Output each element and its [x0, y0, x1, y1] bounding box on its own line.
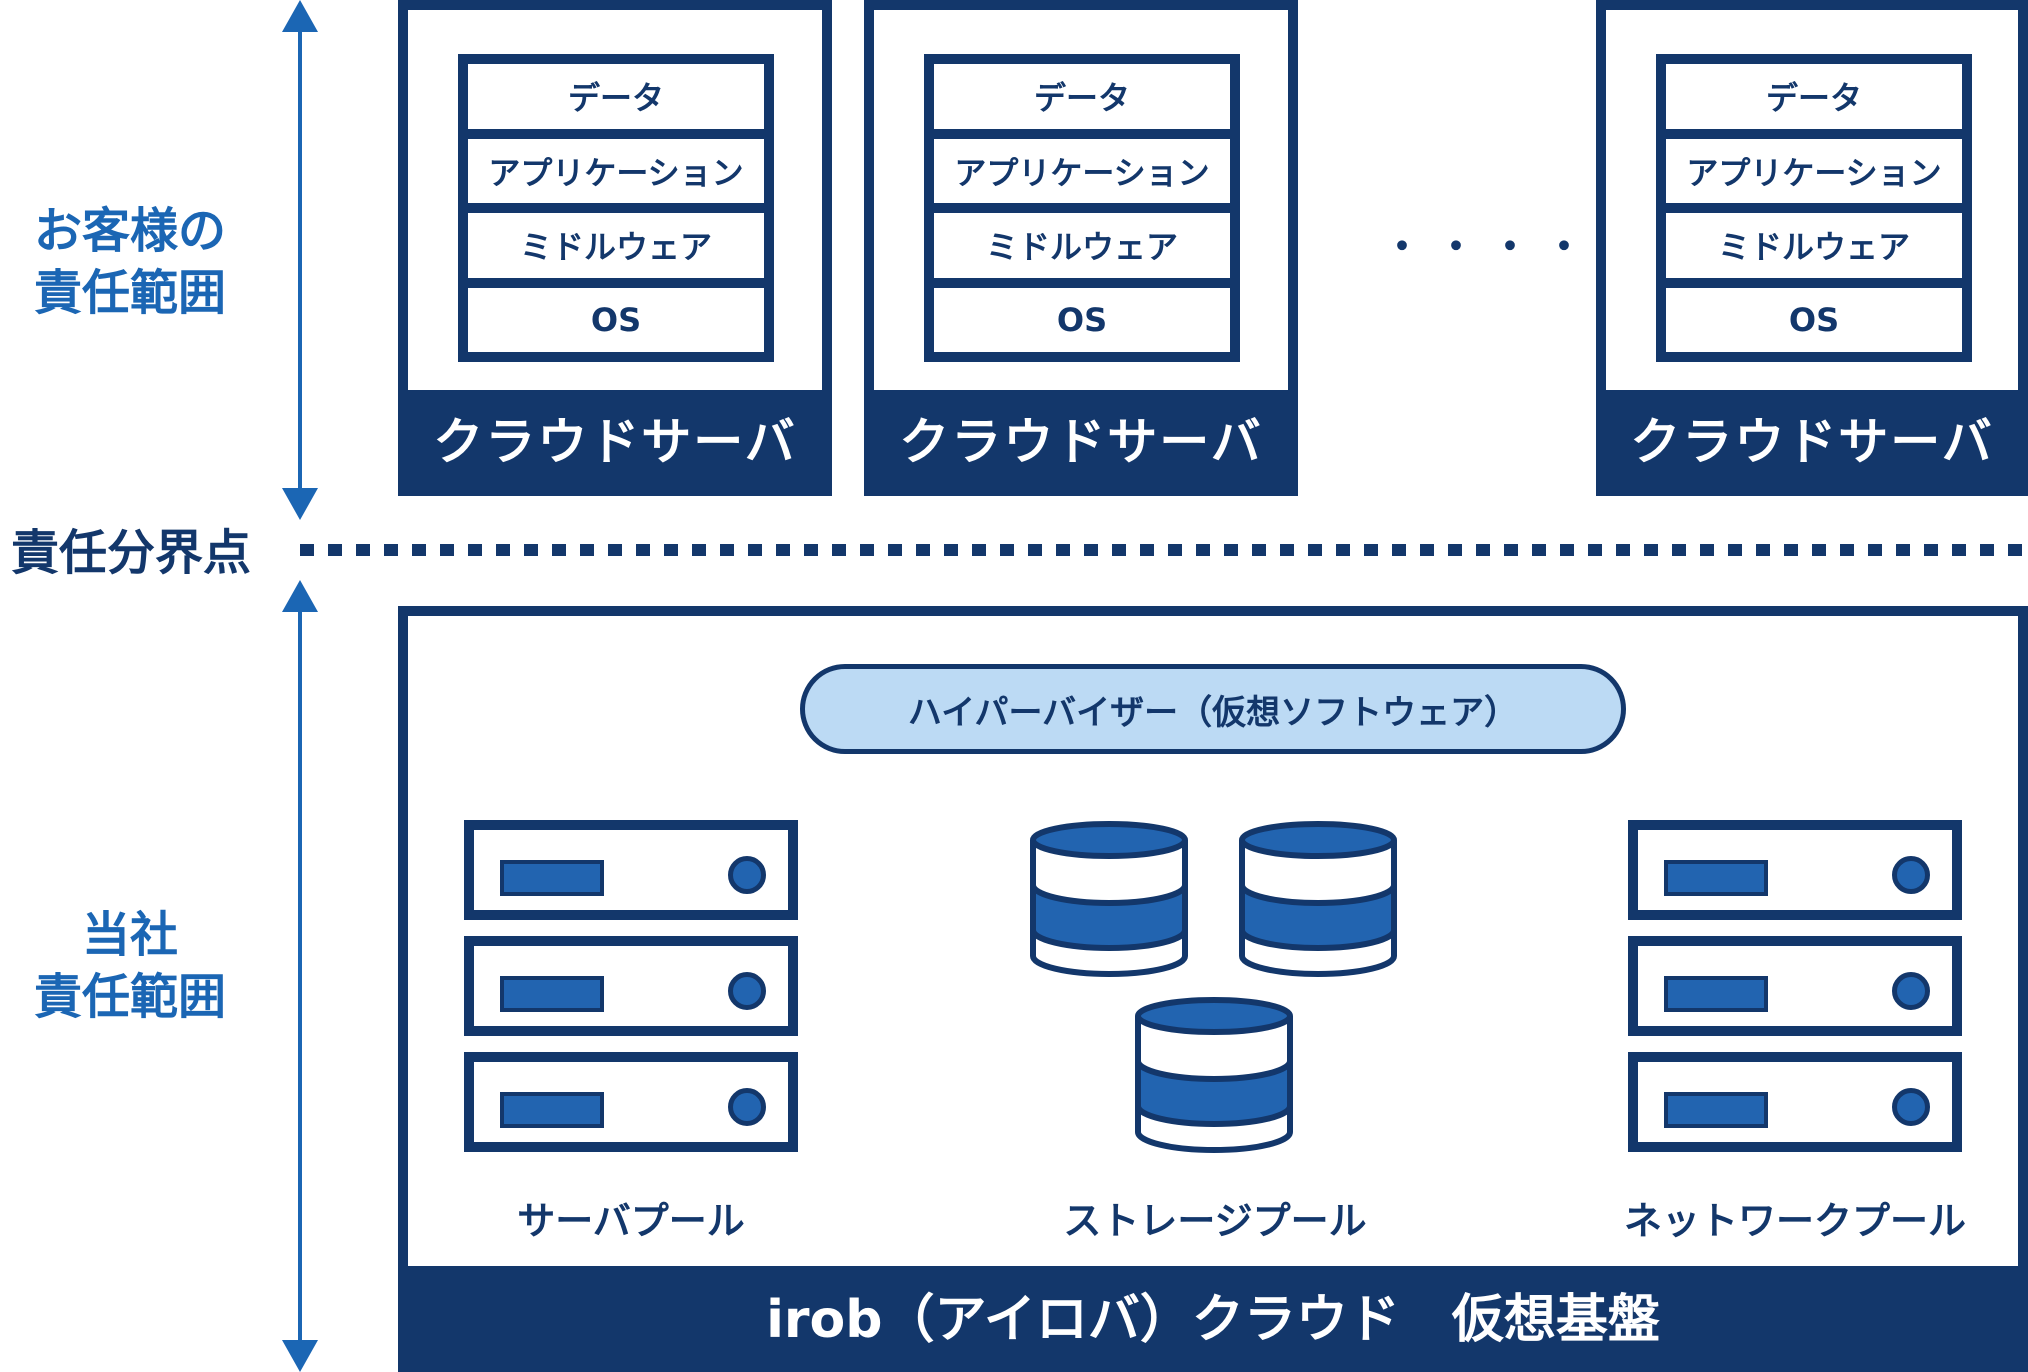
- network-rack-icon: [1628, 820, 1962, 920]
- rack-led: [728, 1088, 766, 1126]
- cloud-server-1: データ アプリケーション ミドルウェア OS クラウドサーバ: [398, 0, 832, 496]
- database-icon: [1030, 821, 1188, 977]
- layer-application: アプリケーション: [468, 138, 764, 203]
- layer-os: OS: [934, 287, 1230, 352]
- layer-os: OS: [468, 287, 764, 352]
- rack-led: [1892, 972, 1930, 1010]
- rack-slot: [1664, 1092, 1768, 1128]
- layer-data: データ: [468, 64, 764, 129]
- layer-middleware: ミドルウェア: [1666, 213, 1962, 278]
- network-rack-icon: [1628, 936, 1962, 1036]
- server-rack-icon: [464, 1052, 798, 1152]
- cloud-server-caption: クラウドサーバ: [1606, 390, 2018, 486]
- cloud-server-caption: クラウドサーバ: [408, 390, 822, 486]
- database-icon: [1239, 821, 1397, 977]
- rack-led: [728, 972, 766, 1010]
- customer-range-arrow: [282, 0, 318, 520]
- server-rack-icon: [464, 820, 798, 920]
- virtual-infrastructure-caption: irob（アイロバ）クラウド 仮想基盤: [408, 1266, 2018, 1362]
- layer-middleware: ミドルウェア: [468, 213, 764, 278]
- network-rack-icon: [1628, 1052, 1962, 1152]
- layer-middleware: ミドルウェア: [934, 213, 1230, 278]
- company-label-line1: 当社: [81, 907, 178, 963]
- layer-data: データ: [1666, 64, 1962, 129]
- customer-label-line2: 責任範囲: [33, 265, 226, 321]
- layer-data: データ: [934, 64, 1230, 129]
- software-stack: データ アプリケーション ミドルウェア OS: [1656, 54, 1972, 362]
- storage-pool-label: ストレージプール: [1063, 1199, 1367, 1243]
- server-pool-label: サーバプール: [517, 1199, 745, 1243]
- rack-slot: [500, 1092, 604, 1128]
- company-label-line2: 責任範囲: [33, 969, 226, 1025]
- company-range-arrow: [282, 580, 318, 1372]
- customer-label-line1: お客様の: [33, 203, 226, 259]
- layer-application: アプリケーション: [934, 138, 1230, 203]
- cloud-server-caption: クラウドサーバ: [874, 390, 1288, 486]
- responsibility-boundary-label: 責任分界点: [10, 525, 251, 581]
- hypervisor-pill: ハイパーバイザー（仮想ソフトウェア）: [800, 664, 1626, 754]
- database-icon: [1135, 997, 1293, 1153]
- rack-led: [1892, 1088, 1930, 1126]
- software-stack: データ アプリケーション ミドルウェア OS: [924, 54, 1240, 362]
- rack-led: [1892, 856, 1930, 894]
- customer-responsibility-label: お客様の 責任範囲: [0, 200, 260, 324]
- cloud-server-2: データ アプリケーション ミドルウェア OS クラウドサーバ: [864, 0, 1298, 496]
- company-responsibility-label: 当社 責任範囲: [0, 904, 260, 1028]
- rack-slot: [500, 860, 604, 896]
- rack-slot: [1664, 976, 1768, 1012]
- rack-slot: [500, 976, 604, 1012]
- network-pool-label: ネットワークプール: [1623, 1199, 1966, 1243]
- rack-led: [728, 856, 766, 894]
- rack-slot: [1664, 860, 1768, 896]
- software-stack: データ アプリケーション ミドルウェア OS: [458, 54, 774, 362]
- layer-application: アプリケーション: [1666, 138, 1962, 203]
- ellipsis: ・・・・・: [1382, 224, 1652, 270]
- cloud-server-3: データ アプリケーション ミドルウェア OS クラウドサーバ: [1596, 0, 2028, 496]
- server-rack-icon: [464, 936, 798, 1036]
- layer-os: OS: [1666, 287, 1962, 352]
